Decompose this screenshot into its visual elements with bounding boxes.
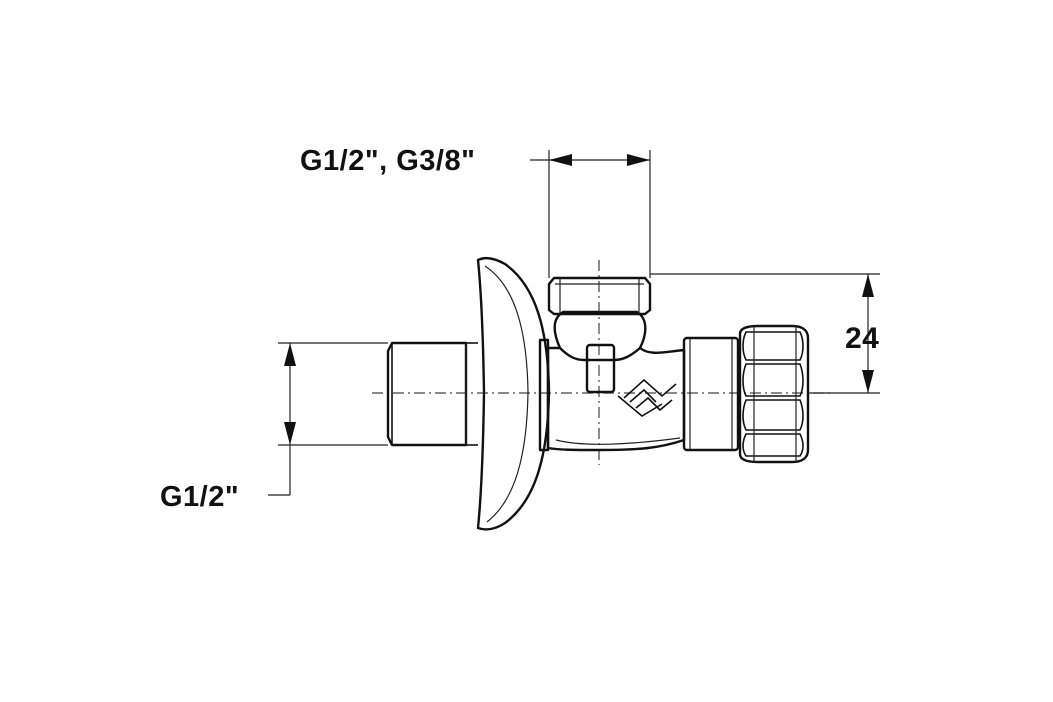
- inlet-thread-label: G1/2": [160, 481, 240, 513]
- handwheel-connector: [682, 336, 740, 452]
- outlet-nut: [547, 276, 652, 316]
- handwheel: [738, 324, 810, 464]
- dimension-outlet-width: [530, 150, 651, 278]
- brand-logo-mark: [617, 378, 677, 417]
- offset-dimension-label: 24: [845, 322, 880, 355]
- wall-rosette: [466, 256, 551, 531]
- outlet-thread-label: G1/2", G3/8": [300, 145, 476, 177]
- inlet-thread-body: [386, 341, 468, 447]
- dimension-inlet-height: [268, 342, 388, 496]
- valve-body: [538, 310, 686, 452]
- dimension-offset-24: [650, 273, 880, 394]
